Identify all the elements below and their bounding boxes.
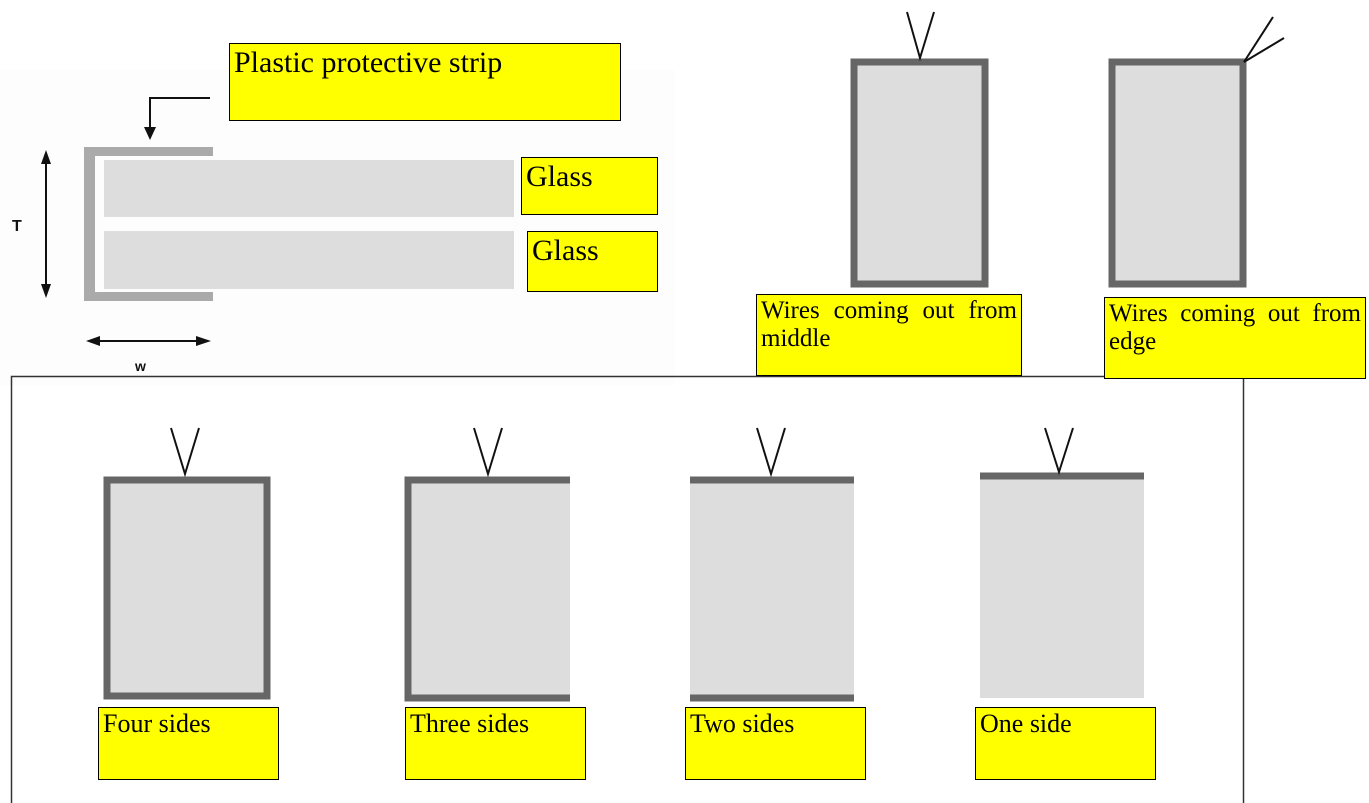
- label-two-sides: Two sides: [685, 707, 866, 780]
- wires-one-side: [1044, 427, 1074, 476]
- cross-section-background: [0, 70, 675, 385]
- label-four-sides: Four sides: [98, 707, 279, 780]
- strip-pointer-line: [149, 97, 210, 128]
- panel-one-side-glass: [980, 476, 1144, 698]
- label-wires-middle: Wires coming out from middle: [756, 294, 1022, 376]
- comparison-box: [10, 375, 1245, 803]
- panel-two-sides-glass: [690, 480, 854, 698]
- glass-pane-top: [104, 160, 514, 217]
- wires-middle-pair: [906, 11, 935, 62]
- dimension-w-label: w: [135, 358, 146, 374]
- label-wires-edge: Wires coming out from edge: [1104, 297, 1366, 379]
- wires-two-sides: [756, 427, 786, 478]
- panel-three-sides-glass: [408, 480, 570, 698]
- t-arrowhead-bottom: [41, 284, 51, 298]
- w-arrowhead-right: [196, 336, 211, 346]
- wires-edge-pair: [1243, 16, 1285, 63]
- glass-pane-bottom: [104, 231, 514, 289]
- w-arrowhead-left: [86, 336, 100, 346]
- frame-three-sides: [404, 476, 570, 702]
- wires-four-sides: [170, 427, 200, 478]
- panel-wires-middle: [850, 58, 989, 288]
- strip-pointer-arrowhead: [144, 127, 156, 140]
- panel-four-sides-glass: [103, 476, 271, 700]
- panel-wires-edge: [1108, 58, 1247, 288]
- wires-three-sides: [473, 427, 503, 478]
- label-three-sides: Three sides: [405, 707, 586, 780]
- label-glass-bottom: Glass: [527, 231, 658, 292]
- label-one-side: One side: [975, 707, 1156, 780]
- dimension-t-label: T: [12, 218, 22, 235]
- label-glass-top: Glass: [521, 157, 658, 215]
- label-plastic-protective-strip: Plastic protective strip: [229, 43, 621, 121]
- t-arrowhead-top: [41, 150, 51, 164]
